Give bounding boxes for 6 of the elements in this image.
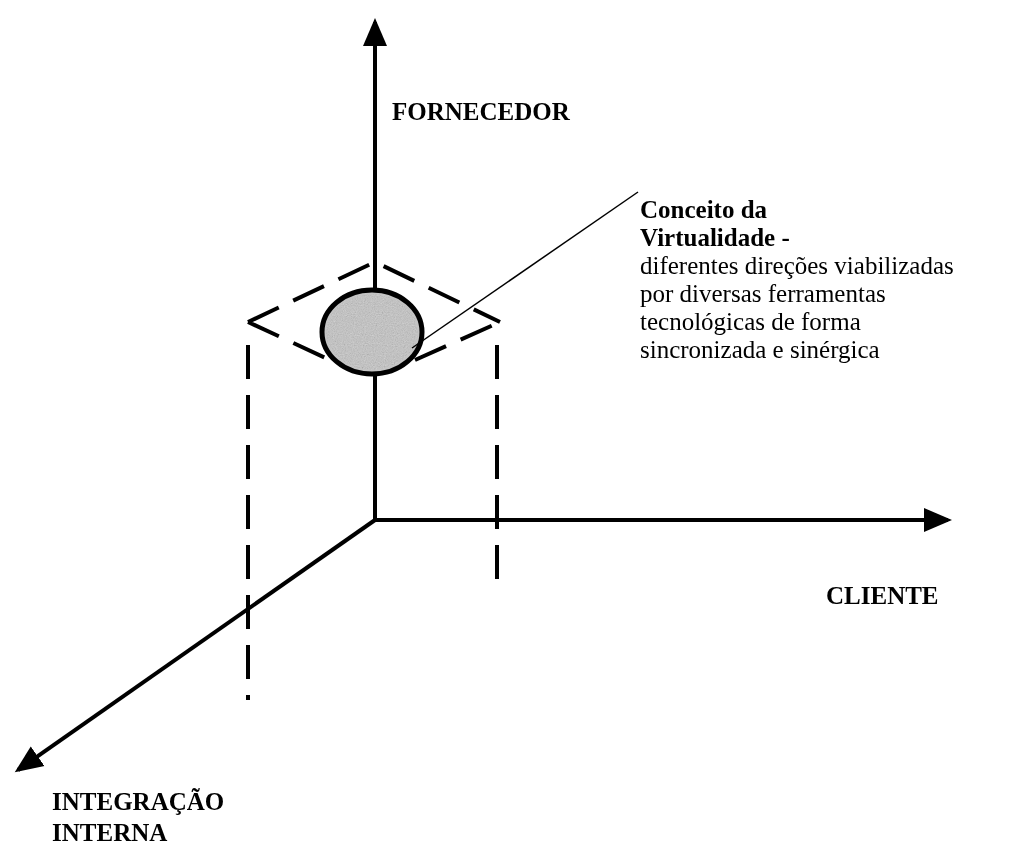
axis-label: INTEGRAÇÃO INTERNA	[52, 787, 226, 848]
axis-label: CLIENTE	[826, 581, 939, 611]
axis-label: FORNECEDOR	[392, 97, 570, 127]
callout-text: diferentes direções viabilizadas por diversas ferramentas tecnológicas de forma sincronizada e sinérgica	[640, 252, 955, 364]
shaded-ellipse	[319, 287, 425, 377]
leader-line	[411, 191, 639, 349]
